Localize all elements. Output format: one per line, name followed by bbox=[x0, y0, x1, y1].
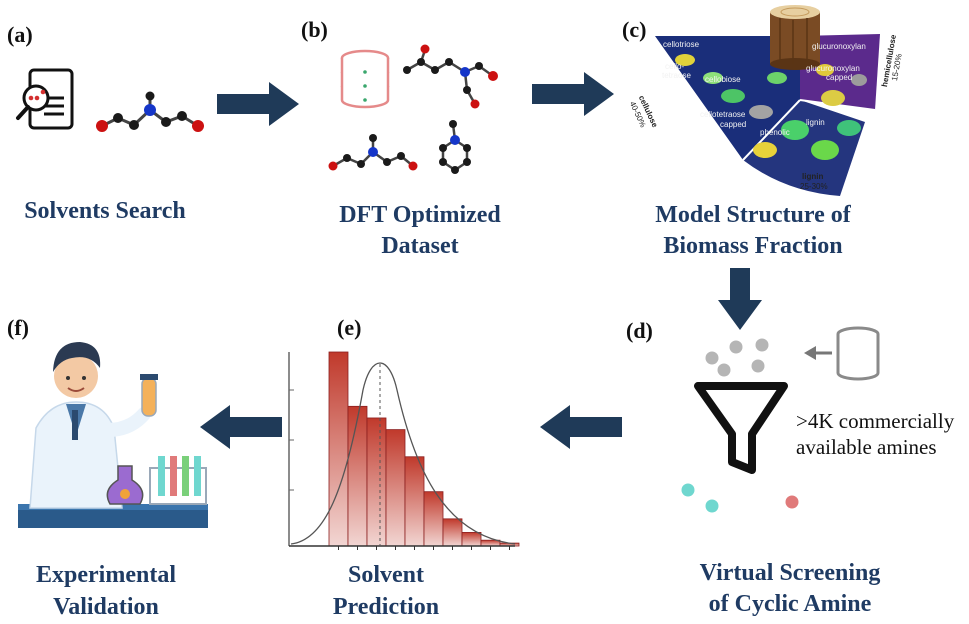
funnel-icon bbox=[694, 382, 788, 474]
cyclic-molecule-b3 bbox=[439, 120, 471, 174]
label-lignin: lignin bbox=[802, 172, 824, 181]
molecule-b1 bbox=[403, 44, 498, 109]
histogram-bar bbox=[461, 532, 482, 547]
caption-c-line2: Biomass Fraction bbox=[663, 233, 843, 259]
histogram-bar bbox=[347, 405, 368, 547]
label-cellotriose: cellotriose bbox=[663, 40, 700, 49]
database-icon bbox=[836, 326, 880, 381]
histogram bbox=[288, 351, 520, 550]
label-glucuronoxylan: glucuronoxylan bbox=[812, 42, 866, 51]
panel-a-graphic bbox=[16, 68, 204, 132]
panel-d-graphic bbox=[681, 326, 880, 513]
caption-f-line1: Experimental bbox=[36, 562, 176, 588]
panel-letter-c: (c) bbox=[622, 17, 647, 42]
database-icon bbox=[340, 49, 390, 109]
panel-letter-e: (e) bbox=[337, 315, 362, 340]
panel-letter-d: (d) bbox=[626, 318, 653, 343]
caption-d-line1: Virtual Screening bbox=[699, 560, 881, 586]
panel-letter-f: (f) bbox=[7, 315, 29, 340]
input-particles bbox=[705, 338, 769, 377]
caption-e-line2: Prediction bbox=[332, 594, 440, 620]
arrow-c-to-d bbox=[718, 268, 762, 330]
histogram-bar bbox=[366, 417, 387, 547]
arrow-a-to-b bbox=[217, 82, 299, 126]
normal-curve bbox=[290, 362, 516, 545]
caption-a: Solvents Search bbox=[24, 198, 186, 224]
amines-note-line1: >4K commercially bbox=[796, 409, 955, 433]
scientist-illustration bbox=[18, 342, 208, 528]
label-phenolic: phenolic bbox=[760, 128, 790, 137]
lab-bench bbox=[18, 508, 208, 528]
lignin-segment bbox=[743, 100, 865, 196]
document-magnifier-icon bbox=[16, 68, 74, 130]
tree-stump-icon bbox=[770, 5, 820, 70]
output-particles bbox=[681, 483, 799, 513]
caption-b-line1: DFT Optimized bbox=[339, 202, 501, 228]
arrow-d-to-e bbox=[540, 405, 622, 449]
caption-e-line1: Solvent bbox=[347, 562, 424, 588]
histogram-bar bbox=[328, 351, 349, 547]
label-tetraose: tetraose bbox=[662, 71, 691, 80]
panel-letter-b: (b) bbox=[301, 17, 328, 42]
panel-b-graphic bbox=[328, 44, 498, 174]
arrow-e-to-f bbox=[200, 405, 282, 449]
amines-note-line2: available amines bbox=[796, 435, 937, 459]
panel-letter-a: (a) bbox=[7, 22, 33, 47]
label-lignin-inner: lignin bbox=[806, 118, 825, 127]
label-cello: cello- bbox=[665, 62, 685, 71]
label-lignin-range: 25-30% bbox=[800, 182, 828, 191]
biomass-fan-diagram bbox=[655, 5, 880, 196]
label-capped-cellulose: capped bbox=[720, 120, 747, 129]
molecular-blobs bbox=[675, 54, 867, 160]
caption-f-line2: Validation bbox=[53, 594, 159, 620]
caption-b-line2: Dataset bbox=[381, 233, 459, 259]
arrow-b-to-c bbox=[532, 72, 614, 116]
label-cellobiose: cellobiose bbox=[705, 75, 741, 84]
histogram-bar bbox=[404, 456, 425, 547]
label-capped-hemi: capped bbox=[826, 73, 853, 82]
caption-d-line2: of Cyclic Amine bbox=[708, 591, 872, 617]
label-glucuronoxylan-capped: glucuronoxylan bbox=[806, 64, 860, 73]
amine-molecule bbox=[96, 91, 204, 132]
label-cellotetraose: cellotetraose bbox=[700, 110, 746, 119]
molecule-b2 bbox=[328, 134, 418, 171]
caption-c-line1: Model Structure of bbox=[655, 202, 851, 228]
histogram-bar bbox=[385, 429, 406, 547]
histogram-bar bbox=[442, 518, 463, 547]
